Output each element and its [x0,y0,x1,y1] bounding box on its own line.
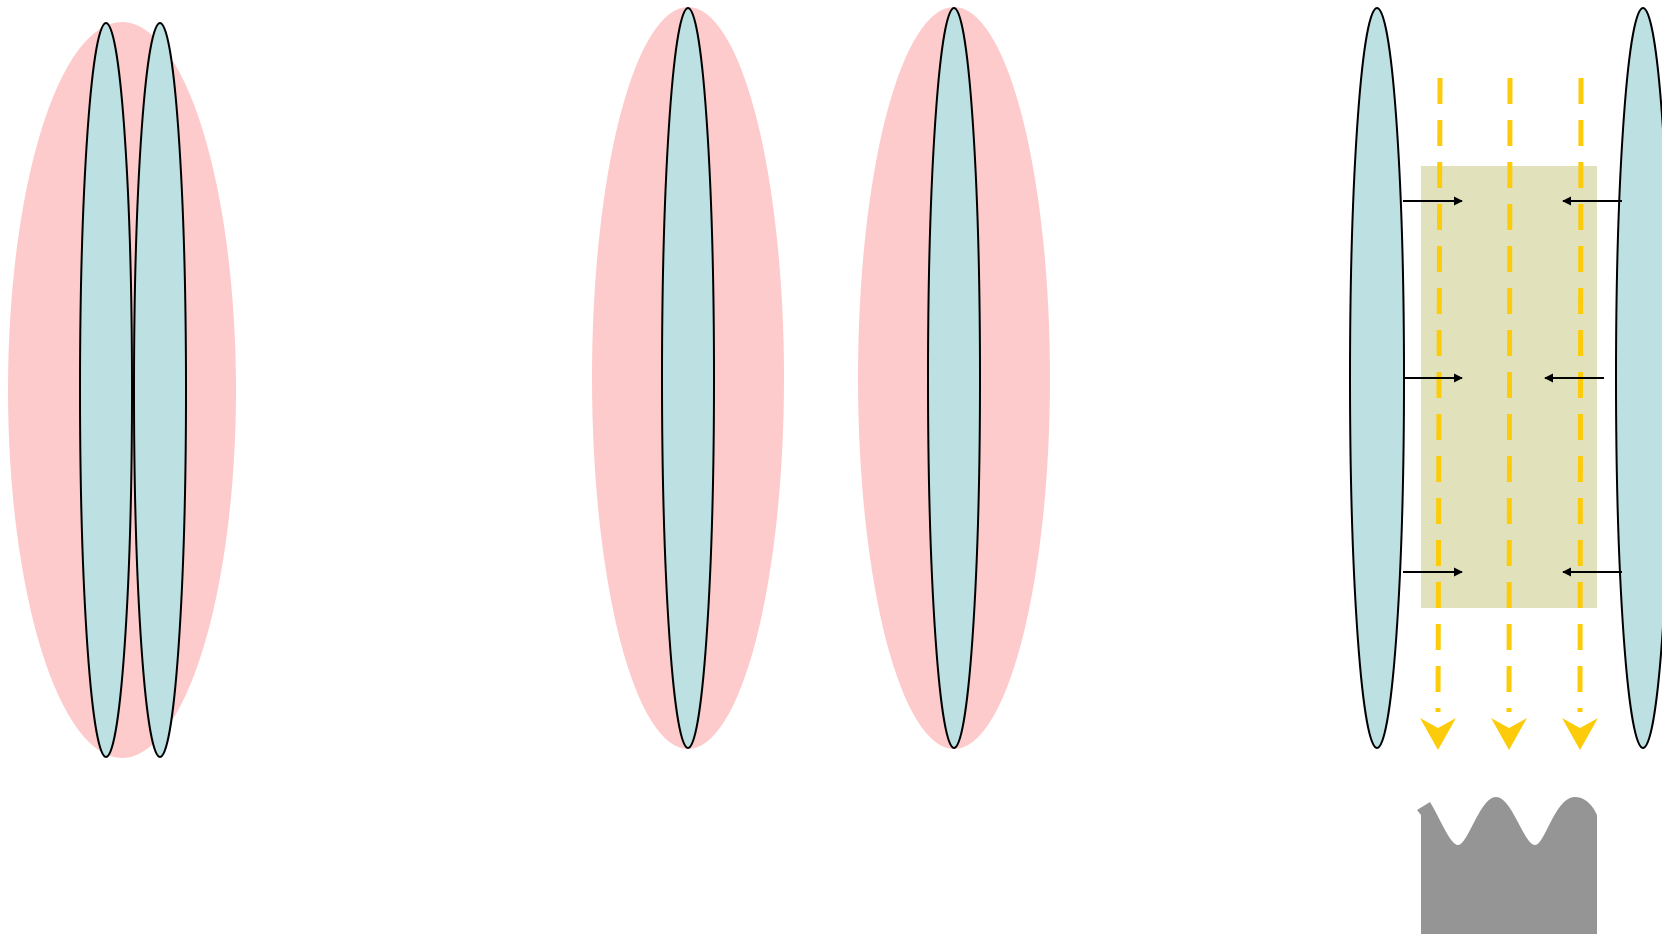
undulating-surface [1417,797,1597,934]
flow-arrowhead-1 [1420,718,1456,750]
membrane-right [134,23,186,757]
panel-confined-gap [1350,8,1662,934]
membrane-right [1616,8,1662,748]
membrane-left [1350,8,1404,748]
flow-line-3 [1580,78,1581,712]
membrane-right [928,8,980,748]
panel-separated-pair [592,7,1050,749]
membrane-left [662,8,714,748]
flow-arrowhead-2 [1491,718,1527,750]
membrane-left [80,23,132,757]
flow-line-2 [1509,78,1510,712]
flow-line-1 [1438,78,1440,712]
flow-arrowhead-3 [1562,718,1598,750]
panel-overlapping-pair [8,22,236,758]
flow-arrowheads [1420,718,1598,750]
